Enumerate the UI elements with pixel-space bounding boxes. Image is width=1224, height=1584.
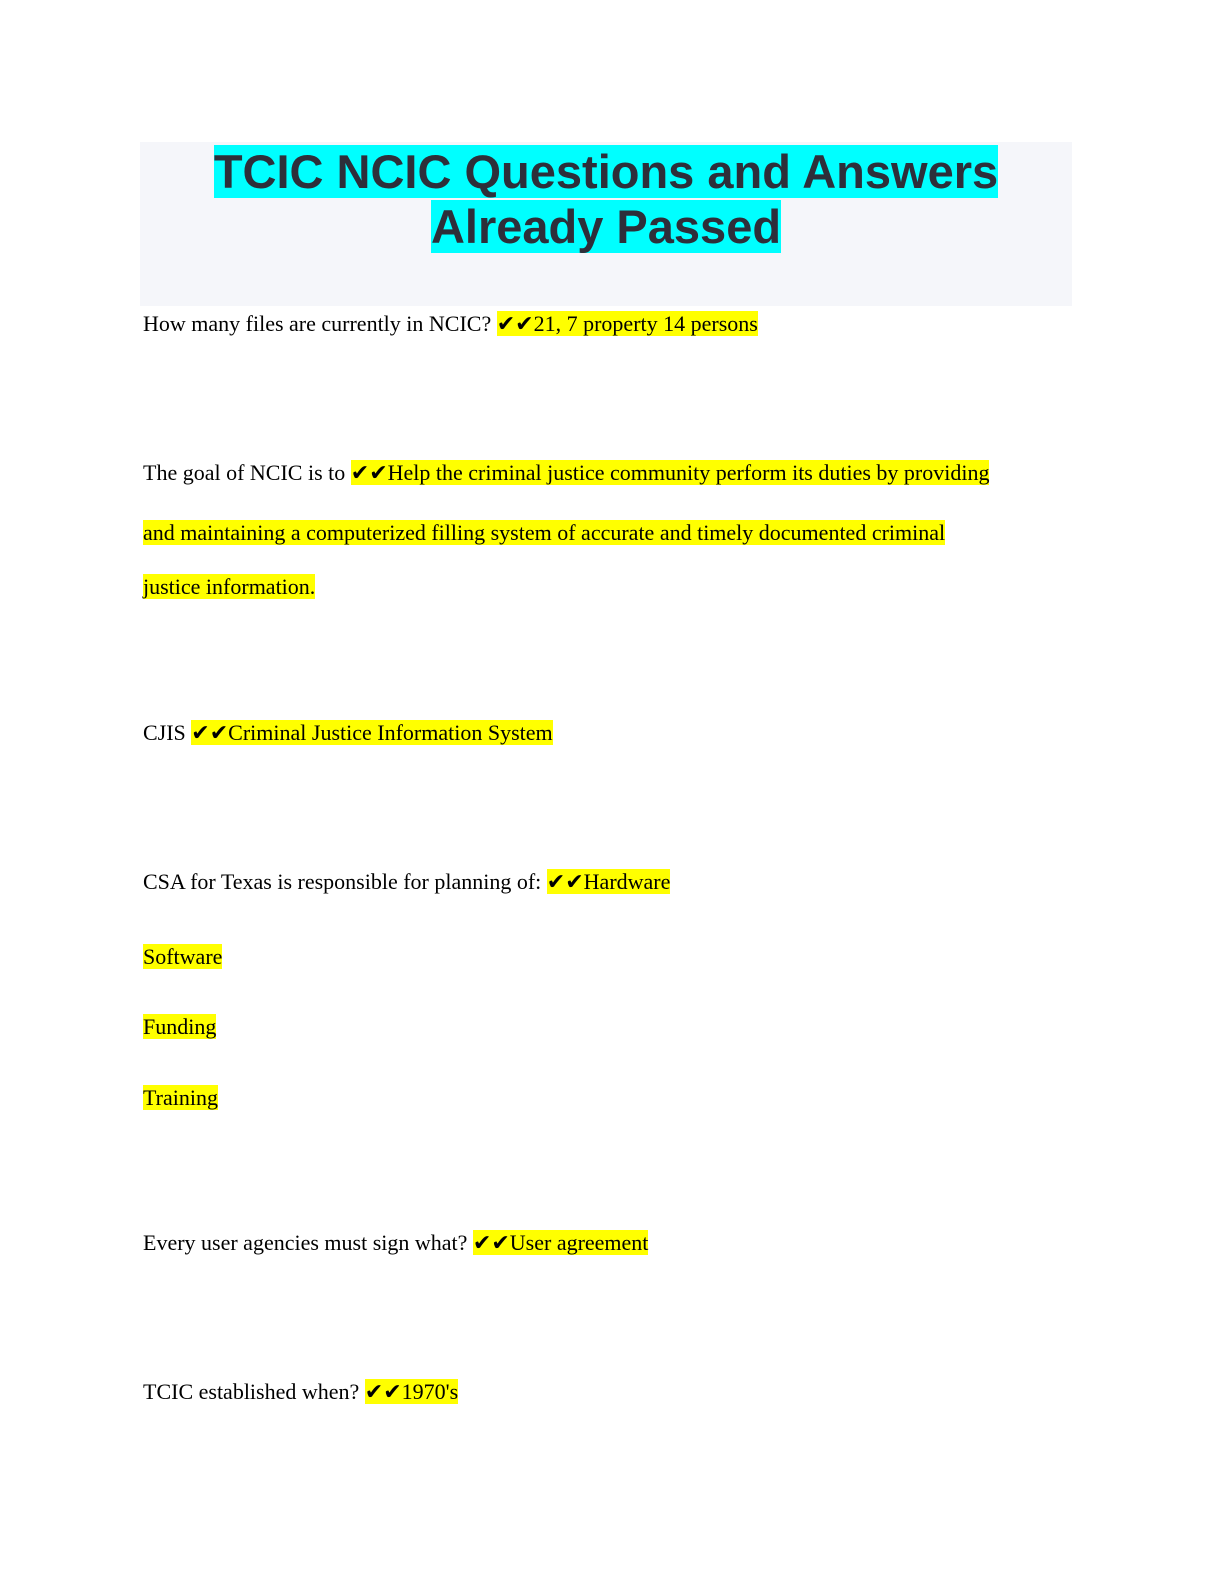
answer: ✔✔Criminal Justice Information System [191,720,553,745]
qa-item: The goal of NCIC is to ✔✔Help the crimin… [143,460,990,485]
qa-item: Every user agencies must sign what? ✔✔Us… [143,1230,649,1255]
answer-continued: and maintaining a computerized filling s… [143,520,946,545]
answer: ✔✔21, 7 property 14 persons [496,311,758,336]
answer-continued: Training [143,1085,218,1110]
answer: ✔✔Hardware [546,869,671,894]
answer-continued: Software [143,944,223,969]
answer: ✔✔1970's [364,1379,459,1404]
answer: ✔✔User agreement [472,1230,649,1255]
answer: ✔✔Help the criminal justice community pe… [350,460,990,485]
answer-continued: justice information. [143,574,316,599]
qa-item: TCIC established when? ✔✔1970's [143,1379,459,1404]
answer-continued: Funding [143,1014,217,1039]
qa-item: CSA for Texas is responsible for plannin… [143,869,671,894]
qa-item: CJIS ✔✔Criminal Justice Information Syst… [143,720,553,745]
qa-item: How many files are currently in NCIC? ✔✔… [143,311,758,336]
